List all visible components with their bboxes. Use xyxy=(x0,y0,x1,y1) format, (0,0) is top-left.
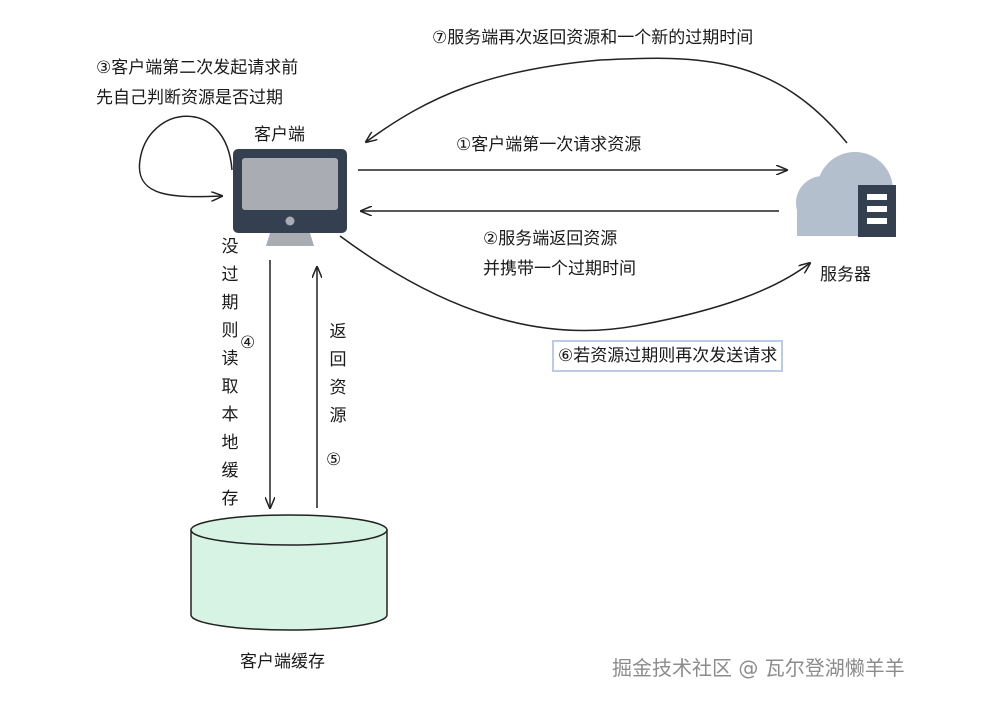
arrow-step3-loop xyxy=(138,115,233,196)
client-label: 客户端 xyxy=(254,125,305,145)
step4-vertical-text: 没过期则读取本地缓存 xyxy=(221,237,239,509)
step4-number: ④ xyxy=(240,333,256,353)
monitor-icon xyxy=(233,149,347,246)
step5-number: ⑤ xyxy=(326,450,342,470)
watermark: 掘金技术社区 @ 瓦尔登湖懒羊羊 xyxy=(612,656,905,680)
database-icon xyxy=(190,514,388,631)
cloud-server-icon xyxy=(796,152,896,237)
arrow-step6 xyxy=(339,235,810,332)
server-label: 服务器 xyxy=(820,265,871,285)
step7-label: ⑦服务端再次返回资源和一个新的过期时间 xyxy=(432,28,754,48)
step3-label-line2: 先自己判断资源是否过期 xyxy=(96,88,283,108)
step6-label: ⑥若资源过期则再次发送请求 xyxy=(552,340,784,372)
step5-vertical-text: 返回资源 xyxy=(329,322,347,426)
step2-label-line1: ②服务端返回资源 xyxy=(483,229,618,249)
step2-label-line2: 并携带一个过期时间 xyxy=(483,259,636,279)
step1-label: ①客户端第一次请求资源 xyxy=(456,135,642,155)
cache-label: 客户端缓存 xyxy=(240,652,325,672)
arrow-step7 xyxy=(366,57,848,143)
step3-label-line1: ③客户端第二次发起请求前 xyxy=(96,58,299,78)
